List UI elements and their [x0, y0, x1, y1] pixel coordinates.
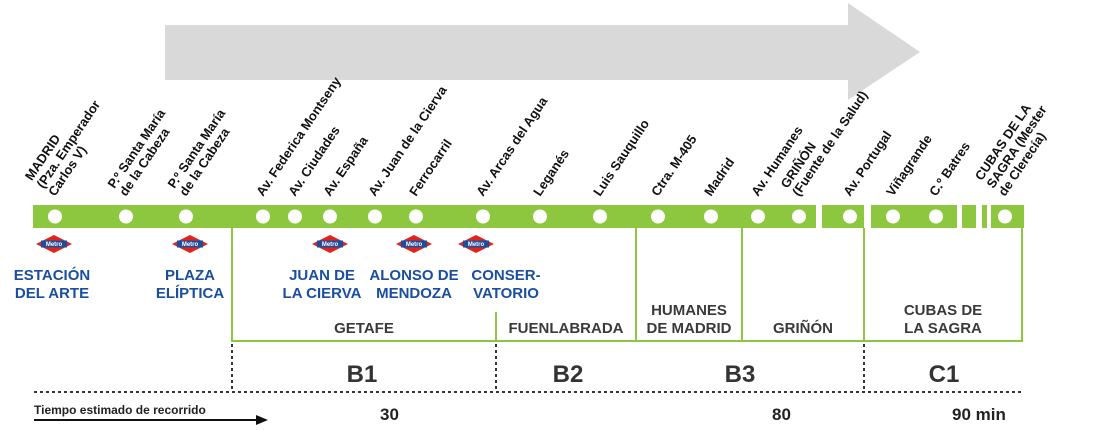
stop-name-6: Av. Juan de la Cierva: [365, 82, 450, 198]
stop-dot-5: [323, 209, 337, 224]
stop-dot-9: [533, 209, 547, 224]
stop-name-11: Ctra. M-405: [648, 132, 700, 198]
stop-dot-15: [843, 209, 857, 224]
stop-dot-3: [256, 209, 270, 224]
stop-name-7: Ferrocarril: [406, 136, 455, 198]
bar-gap-1: [816, 205, 822, 228]
stop-dot-1: [119, 209, 133, 224]
time-mark-80: 80: [772, 405, 791, 424]
zone-label-b1: B1: [347, 361, 378, 388]
stop-dot-0: [48, 209, 62, 224]
bar-gap-5: [987, 205, 991, 228]
stop-name-18: CUBAS DE LASAGRA (Mesterde Clerecía): [972, 95, 1062, 199]
town-label-0: GETAFE: [334, 320, 394, 337]
stop-dot-7: [409, 209, 423, 224]
stop-name-9: Leganés: [530, 147, 572, 199]
stop-dot-11: [651, 209, 665, 224]
stop-dot-18: [998, 209, 1012, 224]
time-label: Tiempo estimado de recorrido: [34, 403, 206, 417]
stop-dot-13: [751, 209, 765, 224]
stop-dot-14: [792, 209, 806, 224]
bar-gap-3: [957, 205, 962, 228]
stop-dot-16: [886, 209, 900, 224]
metro-badge-4: Metro: [458, 235, 494, 253]
metro-badge-2: Metro: [312, 235, 348, 253]
stops-layer: MADRID(Pza. EmperadorCarlos V) P.º Santa …: [22, 73, 1062, 224]
direction-arrow: [165, 3, 920, 100]
bar-gap-4: [976, 205, 982, 228]
stop-dot-8: [476, 209, 490, 224]
town-label-3: GRIÑÓN: [773, 319, 833, 337]
time-arrow: [34, 415, 268, 425]
svg-text:Metro: Metro: [322, 242, 339, 248]
svg-text:Metro: Metro: [182, 242, 199, 248]
metro-badge-3: Metro: [396, 235, 432, 253]
metro-badge-1: Metro: [172, 235, 208, 253]
town-boundaries: [231, 228, 1023, 342]
zone-label-b2: B2: [553, 361, 584, 388]
bar-gap-2: [864, 205, 871, 228]
stop-dot-2: [179, 209, 193, 224]
stop-name-12: Madrid: [701, 155, 737, 199]
svg-text:Metro: Metro: [468, 242, 485, 248]
time-mark-90: 90 min: [952, 405, 1006, 424]
stop-name-2: P.º Santa Maríade la Cabeza: [164, 106, 240, 199]
stop-name-0: MADRID(Pza. EmperadorCarlos V): [22, 90, 115, 199]
zone-label-b3: B3: [725, 361, 756, 388]
stop-dot-6: [368, 209, 382, 224]
stop-name-10: Luis Sauquillo: [590, 117, 652, 199]
town-label-1: FUENLABRADA: [509, 320, 624, 337]
zones-layer: B1 B2 B3 C1: [347, 361, 960, 388]
svg-text:Metro: Metro: [406, 242, 423, 248]
stop-name-17: C.º Batres: [926, 139, 973, 199]
stop-dot-4: [288, 209, 302, 224]
metro-badge-0: Metro: [36, 235, 72, 253]
zone-separators: [34, 344, 1022, 393]
stop-dot-17: [929, 209, 943, 224]
metro-station-4: CONSER-VATORIO: [471, 267, 540, 302]
stop-dot-12: [704, 209, 718, 224]
svg-text:Metro: Metro: [46, 242, 63, 248]
zone-label-c1: C1: [929, 361, 960, 388]
time-mark-30: 30: [380, 405, 399, 424]
stop-dot-10: [593, 209, 607, 224]
route-line-bar: [33, 205, 1024, 228]
